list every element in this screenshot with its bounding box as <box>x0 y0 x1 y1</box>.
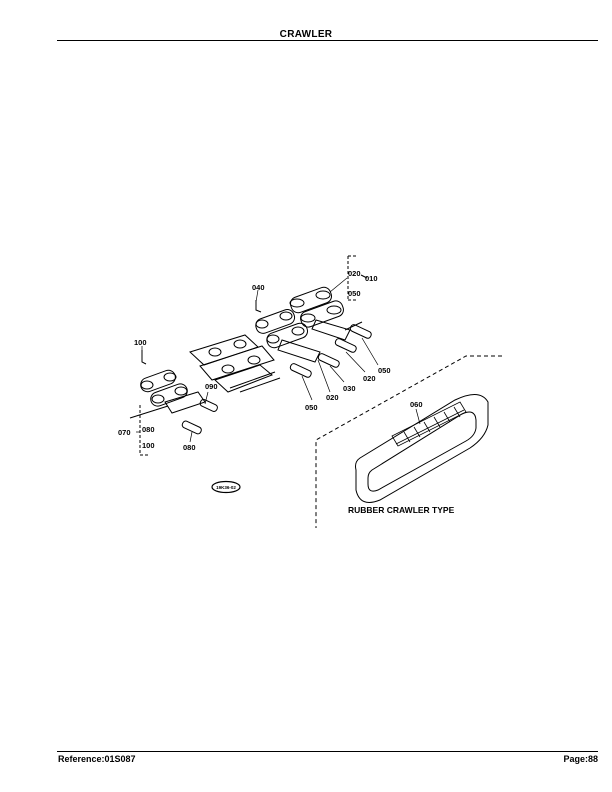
reference-label: Reference:01S087 <box>58 754 136 764</box>
track-link-group-1 <box>289 286 363 341</box>
callout-040: 040 <box>252 283 265 292</box>
inset-separator <box>315 355 502 528</box>
callout-050-center: 050 <box>305 403 318 412</box>
callout-100-upper: 100 <box>134 338 147 347</box>
callout-010: 010 <box>365 274 378 283</box>
callout-070: 070 <box>118 428 131 437</box>
callout-080-lower: 080 <box>183 443 196 452</box>
callout-020-right: 020 <box>363 374 376 383</box>
page-title: CRAWLER <box>279 29 333 40</box>
callout-090: 090 <box>205 382 218 391</box>
diagram-badge-oval <box>211 480 241 494</box>
callout-050-right: 050 <box>378 366 391 375</box>
master-link <box>129 369 206 419</box>
diagram-badge-text: 19K36-02 <box>216 485 236 490</box>
pin-100 <box>141 350 147 365</box>
callout-050-upper: 050 <box>348 289 361 298</box>
bracket-070 <box>139 405 150 456</box>
callout-100-lower: 100 <box>142 441 155 450</box>
rubber-crawler-caption: RUBBER CRAWLER TYPE <box>348 505 455 515</box>
callout-020-center: 020 <box>326 393 339 402</box>
track-pins <box>181 324 372 435</box>
callout-060: 060 <box>410 400 423 409</box>
callout-020-upper: 020 <box>348 269 361 278</box>
leader-lines <box>136 277 379 443</box>
callout-030: 030 <box>343 384 356 393</box>
callout-080-left: 080 <box>142 425 155 434</box>
footer-rule <box>57 751 598 752</box>
rubber-crawler <box>355 394 489 503</box>
track-link-group-3 <box>189 334 281 393</box>
clip-040 <box>255 300 262 313</box>
page-number: Page:88 <box>563 754 598 764</box>
callout-labels: 020 010 050 040 100 050 020 030 020 050 … <box>118 269 423 452</box>
track-link-group-2 <box>255 309 321 363</box>
header-rule <box>57 40 598 41</box>
crawler-lugs <box>391 401 467 447</box>
